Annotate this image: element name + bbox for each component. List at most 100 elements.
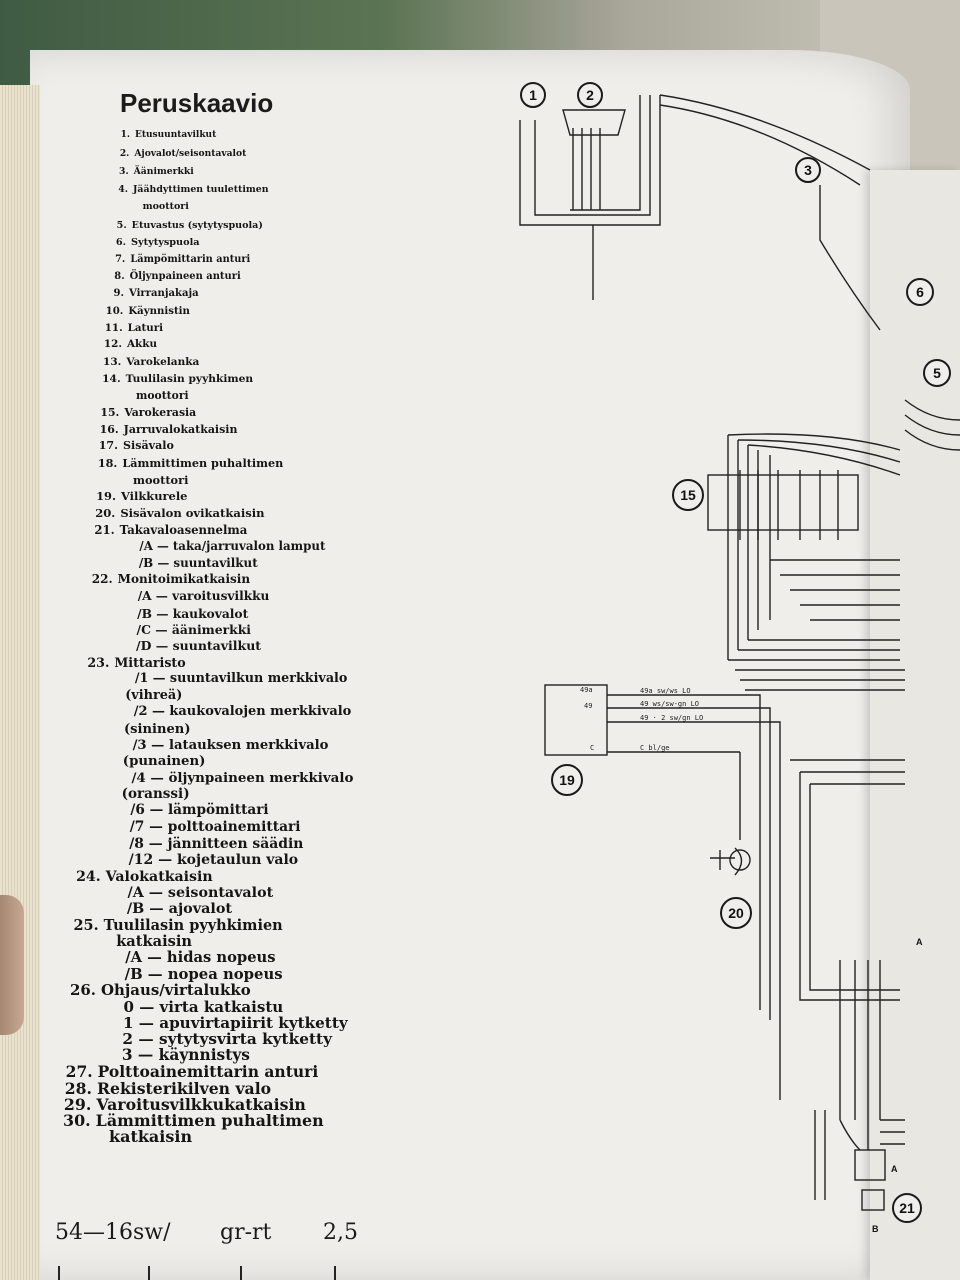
legend-item: 3 — käynnistys: [30, 1046, 250, 1065]
legend-number: 22.: [91, 572, 113, 587]
legend-item: 24.Valokatkaisin: [30, 869, 213, 885]
wire-label: C bl/ge: [640, 744, 670, 752]
thumb: [0, 895, 24, 1035]
component-label-19: 19: [559, 772, 575, 788]
legend-item: 28.Rekisterikilven valo: [30, 1078, 272, 1098]
footer-cell: 54—16: [55, 1220, 133, 1245]
legend-text: /B — suuntavilkut: [138, 555, 258, 570]
legend-number: 7.: [115, 254, 126, 266]
footer-cell: sw/: [133, 1220, 171, 1245]
legend-item: /1 — suuntavilkun merkkivalo: [30, 671, 348, 687]
legend-number: 19.: [96, 489, 116, 504]
legend-text: 1 — apuvirtapiirit kytketty: [122, 1013, 348, 1032]
component-marker-5: [923, 359, 951, 387]
legend-item: (vihreä): [30, 688, 182, 704]
legend-text: Tuulilasin pyyhkimen: [125, 372, 254, 386]
legend-item: katkaisin: [30, 933, 192, 951]
table-divider: [240, 1266, 242, 1280]
legend-item: /4 — öljynpaineen merkkivalo: [30, 770, 353, 786]
footer-cell: 2,5: [323, 1220, 358, 1245]
legend-item: 9.Virranjakaja: [30, 288, 199, 300]
legend-text: Valokatkaisin: [105, 868, 213, 885]
legend-text: /B — nopea nopeus: [124, 966, 283, 984]
legend-text: /12 — kojetaulun valo: [128, 852, 299, 869]
legend-text: /6 — lämpömittari: [130, 802, 269, 819]
relay-19-box: [544, 684, 608, 756]
legend-item: /A — hidas nopeus: [30, 949, 275, 967]
wire: [799, 772, 900, 1001]
legend-number: 9.: [113, 288, 125, 300]
legend-item: moottori: [30, 473, 188, 487]
legend-text: Lämmittimen puhaltimen: [95, 1110, 324, 1130]
legend-item: /12 — kojetaulun valo: [30, 852, 298, 868]
component-marker-19: [551, 764, 583, 796]
wire: [819, 185, 881, 331]
component-marker-21: [892, 1193, 922, 1223]
legend-text: /B — kaukovalot: [137, 605, 249, 621]
legend-number: 23.: [87, 654, 110, 670]
legend-text: Varokerasia: [124, 405, 197, 419]
legend-number: 12.: [103, 338, 122, 351]
relay-terminal: C: [590, 744, 594, 752]
legend-item: 0 — virta katkaistu: [30, 997, 284, 1016]
component-marker-1: [520, 82, 546, 108]
harness: [814, 1110, 826, 1200]
component-marker-15: [672, 479, 704, 511]
lamp-holder-b: [861, 1189, 885, 1211]
legend-item: 8.Öljynpaineen anturi: [30, 271, 240, 283]
table-divider: [148, 1266, 150, 1280]
legend-text: Jäähdyttimen tuulettimen: [133, 183, 269, 195]
legend-item: /A — varoitusvilkku: [30, 589, 270, 604]
legend-text: /8 — jännitteen säädin: [129, 836, 304, 853]
component-label-5: 5: [933, 365, 941, 381]
legend-item: katkaisin: [30, 1127, 193, 1146]
harness: [770, 559, 900, 621]
component-label-2: 2: [586, 87, 594, 103]
legend-text: 0 — virta katkaistu: [123, 997, 284, 1016]
legend-text: Tuulilasin pyyhkimien: [103, 916, 283, 934]
legend-text: /A — seisontavalot: [127, 884, 274, 901]
footer-cell: gr-rt: [220, 1220, 272, 1245]
legend-item: (punainen): [30, 754, 206, 769]
legend-number: 18.: [97, 456, 118, 471]
legend-item: 25.Tuulilasin pyyhkimien: [30, 916, 283, 935]
harness: [839, 960, 881, 1120]
page-stack-edge: [0, 85, 40, 1280]
side-label-a: A: [916, 937, 923, 947]
legend-text: Rekisterikilven valo: [97, 1078, 272, 1098]
legend-number: 8.: [114, 271, 125, 283]
legend-number: 24.: [76, 868, 101, 885]
legend-text: moottori: [136, 389, 189, 403]
legend-number: 17.: [98, 439, 118, 453]
component-label-6: 6: [916, 284, 924, 300]
legend-number: 15.: [100, 405, 120, 419]
legend-item: 4.Jäähdyttimen tuulettimen: [30, 183, 269, 196]
legend-number: 16.: [99, 422, 119, 436]
legend-number: 5.: [116, 219, 127, 231]
legend-item: 7.Lämpömittarin anturi: [30, 254, 250, 265]
legend-number: 28.: [64, 1078, 92, 1098]
legend-text: /1 — suuntavilkun merkkivalo: [134, 671, 348, 687]
legend-item: /8 — jännitteen säädin: [30, 836, 303, 852]
legend-item: 13.Varokelanka: [30, 356, 199, 368]
legend-text: /C — äänimerkki: [136, 622, 251, 637]
wire: [790, 759, 905, 785]
legend-text: /A — taka/jarruvalon lamput: [139, 539, 326, 554]
legend-item: /B — kaukovalot: [30, 605, 249, 621]
legend-item: /6 — lämpömittari: [30, 802, 269, 819]
legend-text: Jarruvalokatkaisin: [123, 422, 238, 436]
wire-label: 49 ws/sw-gn LO: [640, 700, 699, 708]
legend-item: 22. Monitoimikatkaisin: [30, 573, 250, 587]
legend-text: Äänimerkki: [133, 165, 194, 177]
legend-item: /D — suuntavilkut: [30, 639, 261, 654]
legend-text: moottori: [142, 201, 189, 213]
legend-text: Etuvastus (sytytyspuola): [131, 219, 263, 231]
fuse-box: [707, 474, 859, 531]
legend-number: 30.: [63, 1110, 91, 1130]
legend-text: Mittaristo: [114, 654, 186, 670]
legend-text: 2 — sytytysvirta kytketty: [122, 1030, 332, 1049]
legend-item: 29.Varoitusvilkkukatkaisin: [30, 1095, 306, 1114]
legend-text: Monitoimikatkaisin: [117, 572, 251, 587]
legend-text: katkaisin: [109, 1127, 193, 1146]
